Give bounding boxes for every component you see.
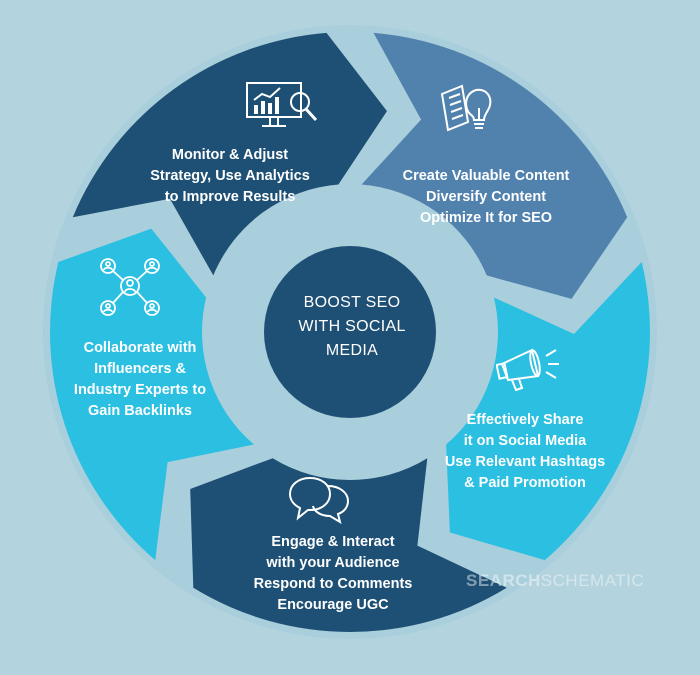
segment-line: Gain Backlinks: [88, 403, 192, 419]
segment-line: Industry Experts to: [73, 382, 207, 398]
segment-line: & Paid Promotion: [464, 475, 586, 491]
segment-line: to Improve Results: [164, 189, 296, 205]
analytics-chart-magnifier-icon: [246, 82, 318, 127]
segment-text-content: Create Valuable Content Diversify Conten…: [378, 166, 594, 229]
segment-line: Effectively Share: [466, 412, 584, 428]
segment-line: Create Valuable Content: [402, 168, 570, 184]
segment-line: Strategy, Use Analytics: [150, 168, 310, 184]
segment-line: Respond to Comments: [253, 576, 413, 592]
segment-line: Diversify Content: [425, 189, 547, 205]
watermark-logo: SEARCHSCHEMATIC: [466, 571, 644, 591]
segment-line: Use Relevant Hashtags: [444, 454, 606, 470]
segment-line: Influencers &: [94, 361, 186, 377]
segment-text-engage: Engage & Interact with your Audience Res…: [238, 532, 428, 616]
center-line: BOOST SEO: [303, 294, 401, 311]
segment-share: [446, 262, 650, 561]
network-people-icon: [100, 258, 160, 316]
center-line: MEDIA: [325, 342, 379, 359]
segment-text-monitor: Monitor & Adjust Strategy, Use Analytics…: [130, 145, 330, 208]
segment-line: Monitor & Adjust: [171, 147, 289, 163]
segment-text-share: Effectively Share it on Social Media Use…: [430, 410, 620, 494]
segment-engage: [190, 458, 507, 632]
segment-monitor: [72, 32, 388, 276]
segment-line: it on Social Media: [463, 433, 587, 449]
chat-bubbles-icon: [288, 476, 350, 524]
segment-line: Optimize It for SEO: [419, 210, 553, 226]
megaphone-icon: [496, 348, 559, 392]
center-title: BOOST SEO WITH SOCIAL MEDIA: [272, 291, 432, 363]
segment-text-collaborate: Collaborate with Influencers & Industry …: [50, 338, 230, 422]
segment-line: Encourage UGC: [277, 597, 389, 613]
watermark-bold: SEARCH: [466, 571, 541, 590]
segment-line: Engage & Interact: [271, 534, 395, 550]
center-circle: [264, 246, 436, 418]
document-lightbulb-icon: [440, 84, 492, 132]
watermark-light: SCHEMATIC: [540, 571, 645, 590]
segment-line: Collaborate with: [83, 340, 197, 356]
center-line: WITH SOCIAL: [298, 318, 406, 335]
segment-content: [361, 32, 628, 299]
segment-line: with your Audience: [266, 555, 400, 571]
